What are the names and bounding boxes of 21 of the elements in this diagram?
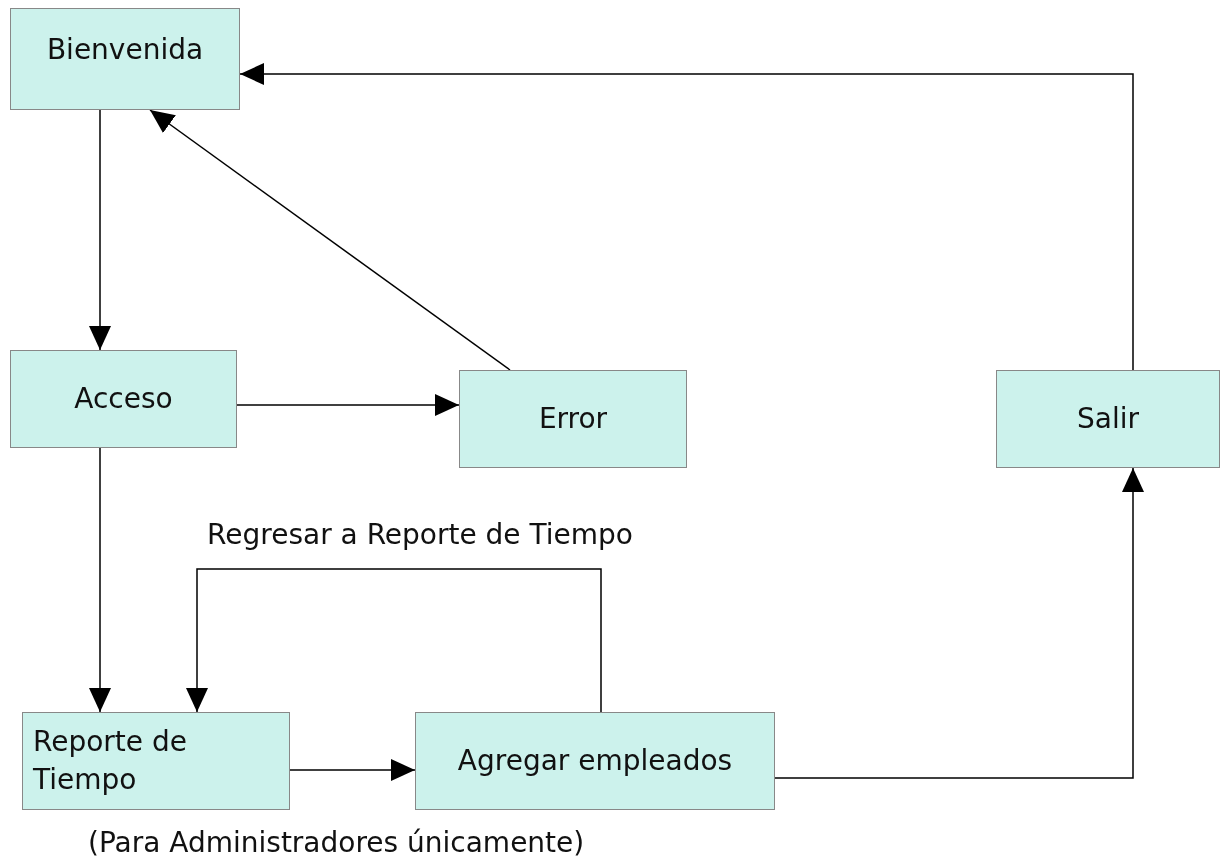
process-box (996, 370, 1220, 468)
node-label: Acceso (74, 381, 173, 418)
node-label: Salir (1077, 401, 1139, 438)
process-box (10, 350, 237, 448)
process-box (459, 370, 687, 468)
arrow (289, 759, 416, 781)
arrow (89, 109, 111, 351)
arrow (186, 568, 602, 713)
node-label: Agregar empleados (457, 743, 733, 780)
node-label: Error (538, 401, 608, 438)
node-label: Bienvenida (46, 32, 204, 68)
arrow (149, 109, 511, 371)
arrow (236, 394, 460, 416)
arrow (89, 447, 111, 713)
process-box (10, 8, 240, 110)
arrow (239, 63, 1134, 371)
node-label: Reporte de Tiempo (33, 724, 188, 798)
note: (Para Administradores únicamente) (88, 826, 585, 859)
process-box (415, 712, 775, 810)
process-box (22, 712, 290, 810)
arrow (774, 467, 1144, 779)
